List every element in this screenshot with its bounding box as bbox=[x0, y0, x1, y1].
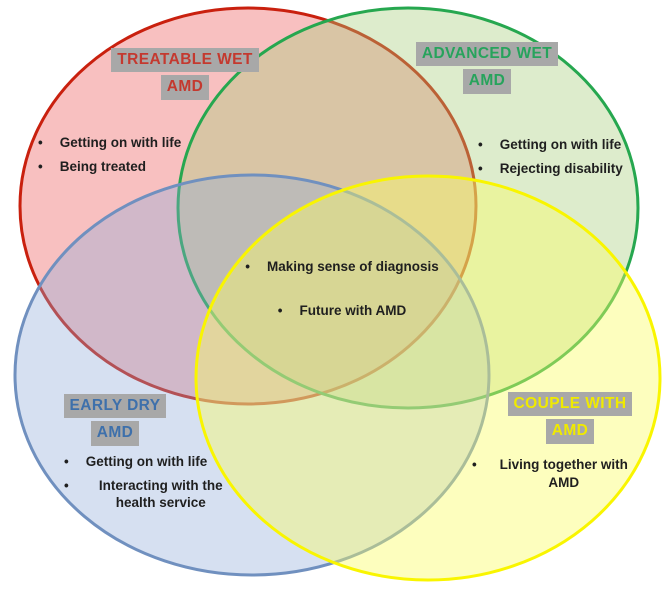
bullet-icon: • bbox=[478, 137, 483, 152]
list-item: • Getting on with life bbox=[64, 453, 236, 471]
early-dry-items: • Getting on with life • Interacting wit… bbox=[64, 453, 236, 518]
list-item-text: Making sense of diagnosis bbox=[266, 259, 439, 274]
list-item-text: Being treated bbox=[59, 158, 147, 174]
bullet-icon: • bbox=[277, 302, 283, 318]
list-item-text: Rejecting disability bbox=[499, 160, 623, 176]
label-early-dry: EARLY DRY AMD bbox=[25, 394, 205, 449]
list-item: • Rejecting disability bbox=[478, 160, 623, 178]
advanced-wet-items: • Getting on with life • Rejecting disab… bbox=[478, 136, 623, 183]
list-item-text: Getting on with life bbox=[59, 135, 182, 150]
label-couple-with-amd: COUPLE WITH AMD bbox=[480, 392, 660, 447]
list-item-text: Living together with AMD bbox=[499, 457, 628, 490]
bullet-icon: • bbox=[38, 158, 43, 174]
list-item: • Living together with AMD bbox=[472, 456, 634, 491]
label-treatable-wet-line2: AMD bbox=[160, 75, 210, 100]
bullet-icon: • bbox=[472, 457, 477, 472]
label-advanced-wet-line1: ADVANCED WET bbox=[415, 42, 559, 67]
circle-early-dry bbox=[13, 173, 491, 577]
list-item-text: Future with AMD bbox=[299, 302, 407, 318]
label-treatable-wet-line1: TREATABLE WET bbox=[111, 48, 259, 73]
center-overlap-items: • Making sense of diagnosis • Future wit… bbox=[230, 258, 454, 319]
bullet-icon: • bbox=[245, 259, 250, 274]
couple-with-amd-items: • Living together with AMD bbox=[472, 456, 634, 497]
list-item-text: Getting on with life bbox=[499, 137, 622, 152]
treatable-wet-items: • Getting on with life • Being treated bbox=[38, 134, 181, 181]
label-couple-with-amd-line2: AMD bbox=[545, 419, 595, 444]
bullet-icon: • bbox=[64, 454, 69, 469]
label-early-dry-line2: AMD bbox=[90, 421, 140, 446]
circle-advanced-wet bbox=[176, 6, 640, 410]
list-item: • Interacting with the health service bbox=[64, 477, 236, 512]
label-advanced-wet-line2: AMD bbox=[462, 69, 512, 94]
bullet-icon: • bbox=[38, 135, 43, 150]
label-treatable-wet: TREATABLE WET AMD bbox=[95, 48, 275, 103]
list-item-text: Interacting with the health service bbox=[98, 477, 223, 511]
circle-couple-with-amd bbox=[194, 174, 662, 582]
bullet-icon: • bbox=[478, 160, 483, 176]
list-item: • Being treated bbox=[38, 158, 181, 176]
list-item: • Making sense of diagnosis bbox=[230, 258, 454, 276]
list-item: • Getting on with life bbox=[478, 136, 623, 154]
list-item: • Future with AMD bbox=[230, 302, 454, 320]
label-advanced-wet: ADVANCED WET AMD bbox=[397, 42, 577, 97]
label-early-dry-line1: EARLY DRY bbox=[63, 394, 167, 419]
list-item-text: Getting on with life bbox=[85, 454, 208, 469]
list-item: • Getting on with life bbox=[38, 134, 181, 152]
circle-treatable-wet bbox=[18, 6, 478, 406]
label-couple-with-amd-line1: COUPLE WITH bbox=[507, 392, 633, 417]
bullet-icon: • bbox=[64, 477, 69, 493]
